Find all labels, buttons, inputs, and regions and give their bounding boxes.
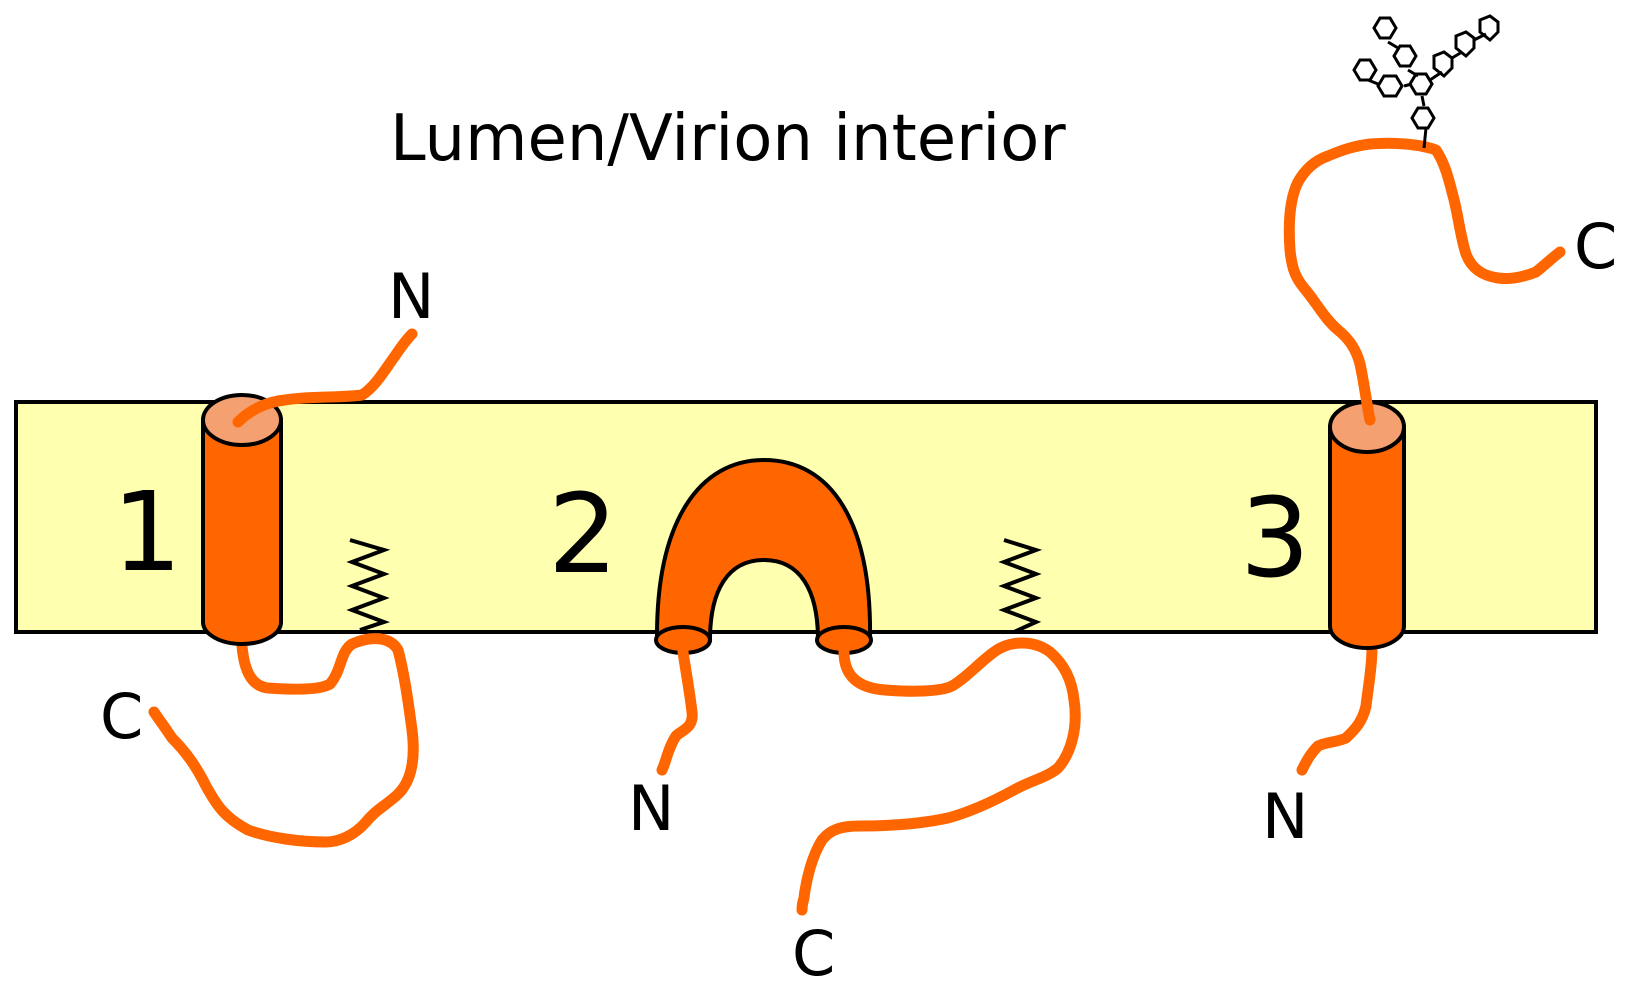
n-terminal-chain-2 — [656, 646, 698, 776]
compartment-title: Lumen/Virion interior — [390, 102, 1066, 176]
n-terminus-label-3: N — [1262, 780, 1308, 853]
topology-1: 1 C N — [100, 260, 434, 848]
topology-number-2: 2 — [548, 470, 618, 598]
topology-3: 3 N C — [1240, 14, 1617, 853]
glycan-tree-icon — [1352, 14, 1500, 149]
n-terminal-chain-1 — [232, 328, 418, 428]
c-terminal-chain-3 — [1283, 137, 1566, 426]
n-terminus-label-2: N — [628, 772, 674, 845]
c-terminal-chain-2 — [796, 637, 1081, 916]
topology-2: 2 N C — [548, 457, 1081, 990]
zigzag-anchor-icon — [998, 538, 1043, 634]
n-terminal-chain-3 — [1296, 642, 1378, 776]
n-terminus-label-1: N — [388, 260, 434, 333]
c-terminus-label-3: C — [1574, 210, 1617, 283]
c-terminus-label-2: C — [792, 917, 835, 990]
c-terminus-label-1: C — [100, 680, 143, 753]
helix-cylinder-1 — [201, 418, 283, 646]
topology-number-3: 3 — [1240, 474, 1310, 602]
topology-number-1: 1 — [112, 468, 182, 596]
helix-cylinder-3 — [1328, 425, 1406, 650]
hairpin-loop-2 — [654, 457, 873, 642]
zigzag-anchor-icon — [346, 538, 391, 632]
c-terminal-chain-1 — [148, 633, 419, 848]
